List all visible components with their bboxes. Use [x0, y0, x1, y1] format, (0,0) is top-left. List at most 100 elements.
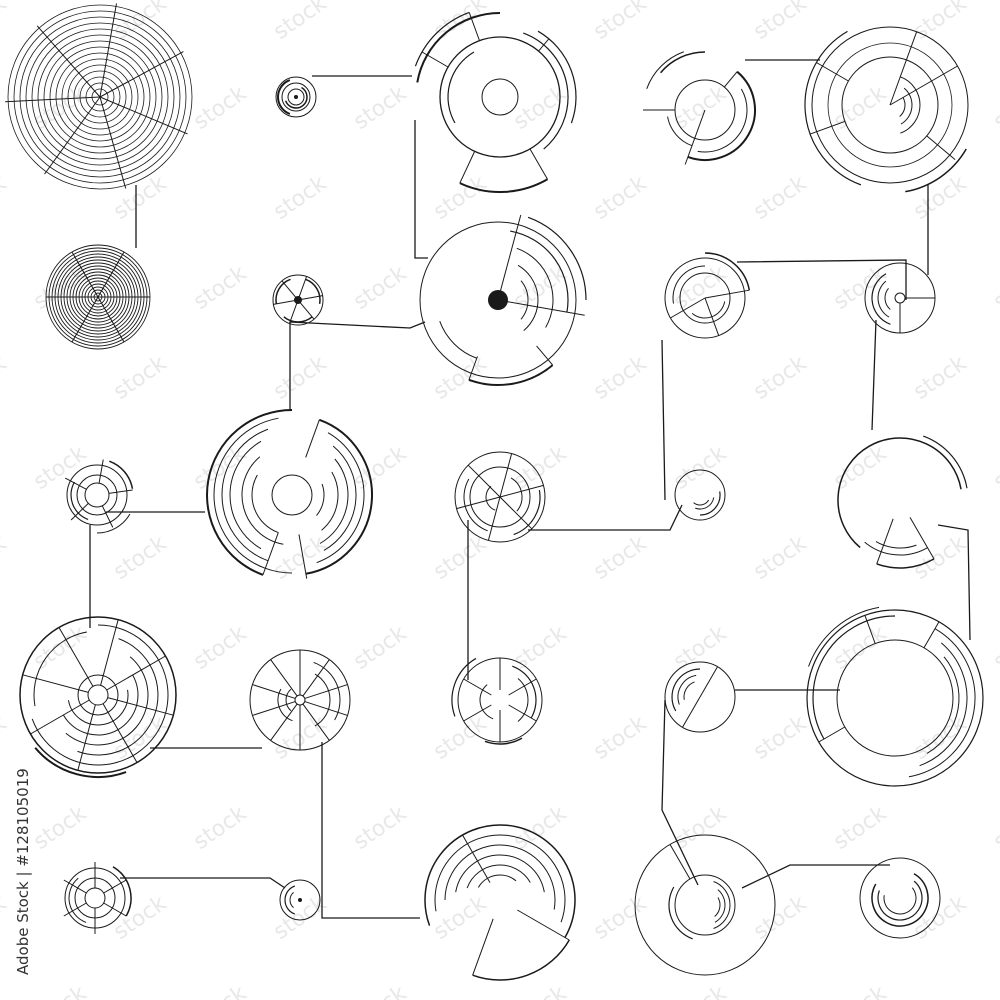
- watermark-text: stock: [669, 261, 731, 315]
- ring: [287, 88, 305, 106]
- watermark-text: stock: [109, 351, 171, 405]
- arc-segment: [900, 87, 913, 125]
- watermark-text: stock: [829, 441, 891, 495]
- ring: [84, 887, 106, 909]
- arc-segment: [837, 437, 962, 549]
- watermark-text: stock: [989, 981, 1000, 1000]
- watermark-text: stock: [909, 171, 971, 225]
- arc-segment: [517, 678, 529, 722]
- watermark-text: stock: [669, 621, 731, 675]
- ring: [679, 272, 731, 324]
- ring: [7, 4, 193, 190]
- ring: [281, 82, 311, 112]
- connector-line: [736, 259, 907, 300]
- arc-segment: [251, 474, 279, 534]
- watermark-text: stock: [189, 81, 251, 135]
- spoke: [704, 289, 750, 299]
- arc-segment: [714, 897, 721, 917]
- spoke: [818, 726, 846, 743]
- arc-segment: [806, 609, 984, 787]
- spoke: [682, 696, 701, 728]
- ring: [77, 674, 119, 716]
- ring: [664, 257, 746, 339]
- spoke: [499, 453, 513, 498]
- spoke: [30, 699, 90, 735]
- watermark-text: stock: [189, 801, 251, 855]
- watermark-text: stock: [0, 711, 11, 765]
- ring: [279, 879, 321, 921]
- spoke: [273, 300, 296, 305]
- hud-circles: [5, 3, 984, 981]
- watermark-text: stock: [749, 891, 811, 945]
- connector-line: [937, 524, 971, 641]
- arc-segment: [520, 280, 529, 320]
- dial-bottom-right: [634, 834, 776, 976]
- connector-line: [871, 319, 877, 431]
- arc-segment: [695, 497, 715, 510]
- watermark-text: stock: [0, 531, 11, 585]
- spoke: [468, 356, 478, 381]
- spoke: [298, 534, 308, 579]
- ring: [674, 874, 736, 936]
- connector-line: [528, 504, 683, 531]
- large-dial-lower-right: [806, 606, 984, 787]
- watermark-text: stock: [989, 621, 1000, 675]
- watermark-text: stock: [509, 981, 571, 1000]
- spoke: [538, 38, 550, 52]
- spoke: [517, 909, 570, 941]
- watermark-text: stock: [829, 621, 891, 675]
- watermark-text: stock: [989, 801, 1000, 855]
- spoke: [816, 62, 849, 82]
- spoke: [463, 704, 492, 722]
- open-ring-right: [837, 435, 968, 569]
- watermark-text: stock: [989, 261, 1000, 315]
- center-dot: [298, 898, 302, 902]
- arc-segment: [811, 26, 969, 184]
- ring: [894, 292, 906, 304]
- watermark-text: stock: [0, 0, 11, 45]
- spoke: [536, 345, 554, 366]
- spoke: [809, 120, 846, 135]
- arc-segment: [463, 478, 488, 532]
- spoke: [508, 678, 537, 696]
- spoke: [36, 25, 101, 98]
- spoke: [684, 109, 706, 165]
- arc-segment: [523, 32, 569, 150]
- arc-segment: [283, 316, 313, 323]
- arc-segment: [704, 252, 751, 291]
- connector-line: [661, 339, 666, 501]
- watermark-text: stock: [749, 351, 811, 405]
- center-dot: [488, 290, 508, 310]
- split-node-lower: [664, 661, 736, 733]
- arc-segment: [77, 638, 159, 756]
- spoke: [699, 666, 718, 698]
- arc-segment: [284, 885, 296, 915]
- spoke: [100, 619, 119, 686]
- spoke: [463, 678, 492, 696]
- tiny-node-bottom: [279, 879, 321, 921]
- arc-segment: [221, 428, 269, 562]
- arc-segment: [316, 432, 365, 564]
- spoke: [262, 532, 279, 576]
- arc-segment: [275, 278, 291, 304]
- dial-mid-lower: [249, 649, 351, 751]
- spoke: [300, 295, 323, 300]
- large-segmented-dial: [206, 409, 373, 579]
- spoke: [487, 496, 501, 541]
- arc-segment: [905, 148, 967, 193]
- segmented-gauge-top: [414, 11, 577, 193]
- ring: [61, 58, 139, 136]
- ring: [79, 76, 121, 118]
- tiny-dial-right: [864, 262, 936, 334]
- pie-dial-right: [664, 252, 751, 339]
- arc-segment: [285, 688, 292, 712]
- spoke: [288, 302, 298, 324]
- watermark-text: stock: [429, 171, 491, 225]
- spoke: [44, 96, 101, 175]
- ring: [67, 64, 133, 130]
- arc-segment: [884, 288, 891, 310]
- ring: [481, 78, 519, 116]
- spoke: [909, 517, 935, 560]
- arc-segment: [646, 51, 684, 89]
- spoke: [456, 496, 501, 510]
